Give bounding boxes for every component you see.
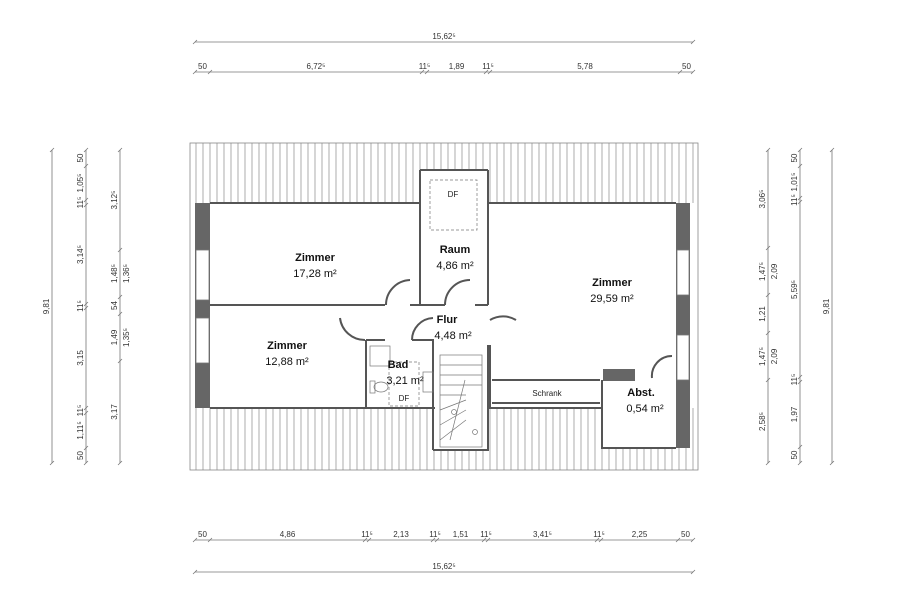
room-area: 4,48 m² bbox=[434, 330, 472, 342]
room-raum: Raum 4,86 m² bbox=[436, 244, 474, 272]
dimension-label: 4,86 bbox=[280, 530, 296, 539]
dimension-label: 3,12⁵ bbox=[110, 191, 119, 210]
sink-icon bbox=[422, 371, 434, 393]
wardrobe-label: Schrank bbox=[532, 389, 562, 398]
dimension-label: 3,41⁵ bbox=[533, 530, 552, 539]
dimension-label: 1,47⁵ bbox=[758, 347, 767, 366]
dimension-label: 11⁵ bbox=[76, 300, 85, 312]
dimension-label: 6,72⁵ bbox=[307, 62, 326, 71]
room-name: Bad bbox=[388, 359, 409, 371]
dimension-label: 11⁵ bbox=[429, 530, 441, 539]
dimension-label: 15,62⁵ bbox=[432, 562, 455, 571]
room-name: Zimmer bbox=[267, 340, 307, 352]
dimension-label: 2,09 bbox=[770, 348, 779, 364]
dimension-top-chain: 50 6,72⁵ 11⁵ 1,89 11⁵ 5,78 50 bbox=[192, 62, 696, 75]
dimension-right-total: 9,81 bbox=[822, 147, 835, 466]
dimension-label: 3,17 bbox=[110, 404, 119, 420]
dimension-label: 1,47⁵ bbox=[758, 262, 767, 281]
dimension-label: 1,21 bbox=[758, 306, 767, 322]
room-area: 4,86 m² bbox=[436, 260, 474, 272]
room-area: 0,54 m² bbox=[626, 403, 664, 415]
dimension-label: 11⁵ bbox=[790, 374, 799, 386]
dimension-label: 1,48⁵ bbox=[110, 264, 119, 283]
dimension-label: 3,15 bbox=[76, 350, 85, 366]
room-flur: Flur 4,48 m² bbox=[434, 314, 472, 342]
dimension-label: 11⁵ bbox=[790, 194, 799, 206]
dimension-label: 1,36⁵ bbox=[122, 264, 131, 283]
room-bad: Bad 3,21 m² bbox=[386, 359, 424, 387]
shower-icon bbox=[369, 345, 391, 367]
dimension-label: 1,35⁵ bbox=[122, 328, 131, 347]
room-area: 12,88 m² bbox=[265, 356, 309, 368]
skylight-label-bad: DF bbox=[399, 394, 410, 403]
dimension-label: 2,58⁵ bbox=[758, 412, 767, 431]
dimension-label: 11⁵ bbox=[361, 530, 373, 539]
dimension-label: 2,25 bbox=[632, 530, 648, 539]
dimension-label: 54 bbox=[110, 301, 119, 310]
dimension-label: 9,81 bbox=[42, 298, 51, 314]
dimension-label: 1,49 bbox=[110, 329, 119, 345]
room-name: Zimmer bbox=[295, 252, 335, 264]
dimension-top-total: 15,62⁵ bbox=[192, 32, 696, 45]
dimension-label: 50 bbox=[198, 530, 207, 539]
skylight-label-raum: DF bbox=[448, 190, 459, 199]
dimension-label: 11⁵ bbox=[76, 405, 85, 417]
room-zimmer-3: Zimmer 29,59 m² bbox=[590, 277, 634, 305]
dimension-label: 50 bbox=[790, 450, 799, 459]
dimension-label: 50 bbox=[198, 62, 207, 71]
staircase bbox=[439, 354, 483, 448]
dimension-label: 50 bbox=[76, 153, 85, 162]
dimension-right-outer: 50 1,01⁵ 11⁵ 5,59⁵ 11⁵ 1,97 50 bbox=[790, 147, 803, 466]
room-area: 17,28 m² bbox=[293, 268, 337, 280]
dimension-label: 11⁵ bbox=[76, 197, 85, 209]
dimension-label: 3,14⁵ bbox=[76, 245, 85, 264]
walls bbox=[195, 169, 690, 451]
dimension-label: 11⁵ bbox=[593, 530, 605, 539]
dimension-label: 1,01⁵ bbox=[790, 173, 799, 192]
dimension-label: 50 bbox=[681, 530, 690, 539]
dimension-label: 1,89 bbox=[449, 62, 465, 71]
dimension-bottom-chain: 50 4,86 11⁵ 2,13 11⁵ 1,51 11⁵ 3,41⁵ 11⁵ 2,25 50 bbox=[192, 530, 696, 543]
dimension-label: 9,81 bbox=[822, 298, 831, 314]
dimension-label: 3,06⁵ bbox=[758, 190, 767, 209]
dimension-label: 11⁵ bbox=[482, 62, 494, 71]
dimension-bottom-total: 15,62⁵ bbox=[192, 562, 696, 575]
dimension-label: 1,05⁵ bbox=[76, 174, 85, 193]
room-name: Zimmer bbox=[592, 277, 632, 289]
room-area: 29,59 m² bbox=[590, 293, 634, 305]
room-name: Flur bbox=[437, 314, 458, 326]
dimension-label: 5,78 bbox=[577, 62, 593, 71]
dimension-label: 1,97 bbox=[790, 406, 799, 422]
dimension-label: 11⁵ bbox=[419, 62, 431, 71]
room-abstellraum: Abst. 0,54 m² bbox=[626, 387, 664, 415]
bathroom-fixtures bbox=[369, 179, 478, 407]
room-area: 3,21 m² bbox=[386, 375, 424, 387]
room-zimmer-2: Zimmer 12,88 m² bbox=[265, 340, 309, 368]
room-name: Abst. bbox=[627, 387, 655, 399]
dimension-label: 5,59⁵ bbox=[790, 280, 799, 299]
dimension-left-total: 9,81 bbox=[42, 147, 55, 466]
dimension-label: 15,62⁵ bbox=[432, 32, 455, 41]
dimension-label: 50 bbox=[682, 62, 691, 71]
dimension-label: 11⁵ bbox=[480, 530, 492, 539]
room-name: Raum bbox=[440, 244, 471, 256]
dimension-label: 50 bbox=[790, 153, 799, 162]
dimension-label: 1,11⁵ bbox=[76, 421, 85, 439]
dimension-label: 2,13 bbox=[393, 530, 409, 539]
room-zimmer-1: Zimmer 17,28 m² bbox=[293, 252, 337, 280]
dimension-label: 1,51 bbox=[453, 530, 469, 539]
dimension-left-outer: 50 1,05⁵ 11⁵ 3,14⁵ 11⁵ 3,15 11⁵ 1,11⁵ 50 bbox=[76, 147, 89, 466]
dimension-lines: 15,62⁵ 50 6,72⁵ 11⁵ 1,89 11⁵ 5,78 50 50 4,86 11⁵ 2,… bbox=[42, 32, 835, 575]
dimension-label: 2,09 bbox=[770, 263, 779, 279]
toilet-icon bbox=[369, 380, 376, 394]
dimension-label: 50 bbox=[76, 451, 85, 460]
